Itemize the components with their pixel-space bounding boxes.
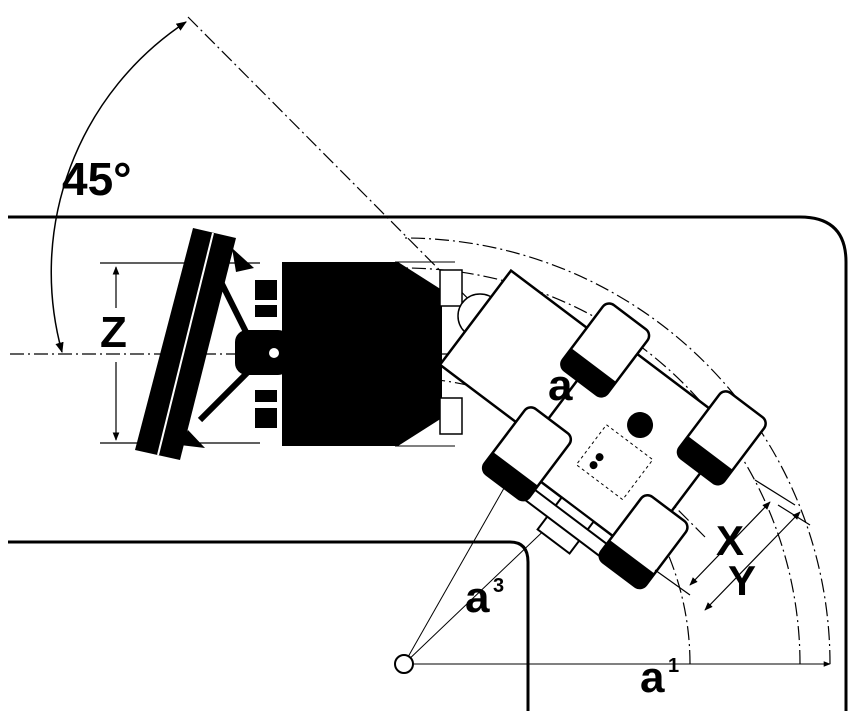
svg-text:a: a [640,653,665,702]
turn-center-point [394,654,414,674]
hitch [235,280,290,428]
svg-text:3: 3 [493,575,504,597]
plow-blade [135,228,254,460]
angle-label: 45° [62,153,132,205]
corridor-walls [8,215,848,711]
rear-tractor [481,302,767,590]
radius-lines [403,459,831,667]
a1-label: a 1 [640,653,679,702]
outer-wall [8,215,848,711]
angle-arc [50,21,187,354]
svg-text:a: a [548,361,573,410]
xy-dimension [654,479,811,611]
y-label: Y [728,557,756,604]
x-label: X [716,517,744,564]
mid-arc [403,267,801,665]
z-dimension [100,262,260,444]
a2-label: a 2 [548,361,587,410]
inner-wall [8,540,530,711]
outer-arc-a1 [403,237,831,665]
svg-text:a: a [465,573,490,622]
a3-label: a 3 [465,573,504,622]
front-body [282,261,463,447]
svg-text:2: 2 [576,363,587,385]
z-label: Z [100,308,127,357]
svg-text:1: 1 [668,655,679,677]
